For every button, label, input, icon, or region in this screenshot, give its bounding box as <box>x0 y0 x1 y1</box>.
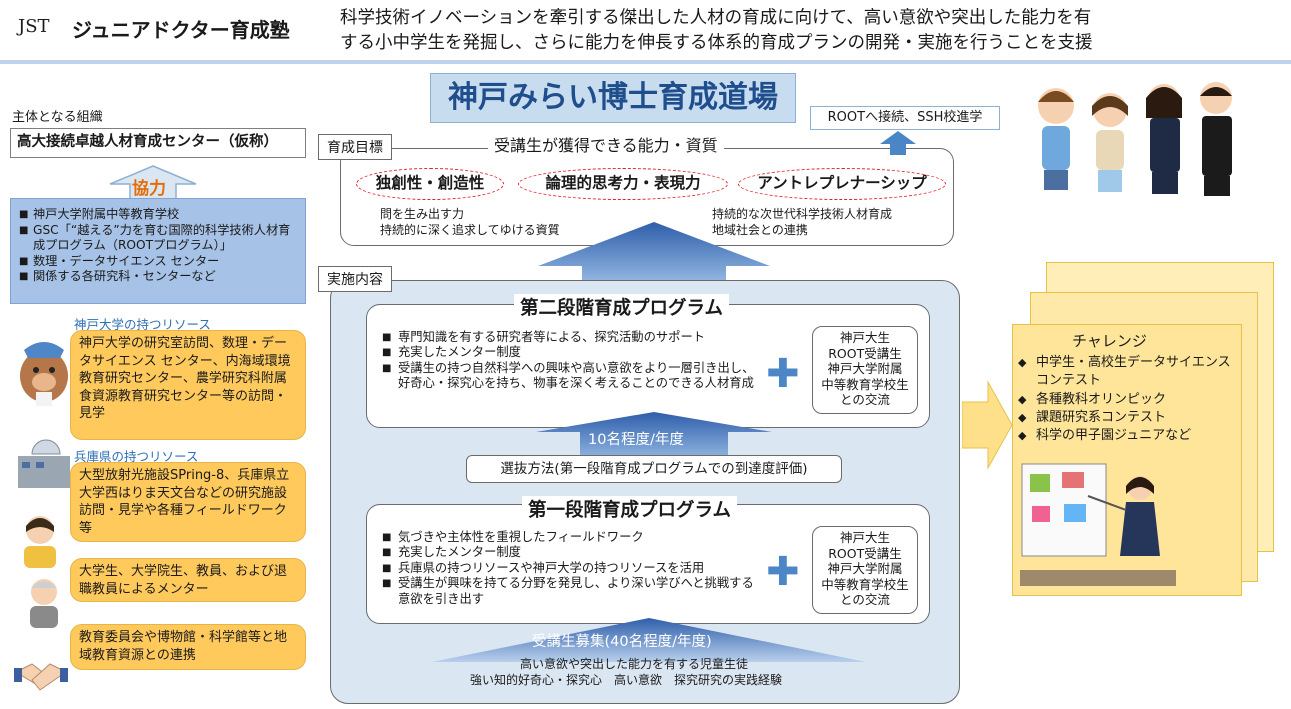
challenge-title: チャレンジ <box>1072 332 1147 350</box>
goal-right-text: 持続的な次世代科学技術人材育成 地域社会との連携 <box>712 206 892 238</box>
goals-tag: 育成目標 <box>318 134 392 160</box>
challenge-item: 中学生・高校生データサイエンスコンテスト <box>1018 354 1242 391</box>
stage2-title: 第二段階育成プログラム <box>514 294 729 320</box>
coop-item: 数理・データサイエンス センター <box>19 254 297 270</box>
ability-logic: 論理的思考力・表現力 <box>518 168 728 200</box>
hyogo-resource-label: 兵庫県の持つリソース <box>74 449 199 464</box>
coop-item: 神戸大学附属中等教育学校 <box>19 207 297 223</box>
stage2-item: 専門知識を有する研究者等による、探究活動のサポート <box>382 330 762 346</box>
mascot-boar-icon <box>20 342 68 406</box>
exchange-line: ROOT受講生 <box>828 545 902 561</box>
mentor-bubble: 大学生、大学院生、教員、および退職教員によるメンター <box>70 558 306 602</box>
root-up-arrow-icon <box>880 131 916 155</box>
coop-list: 神戸大学附属中等教育学校 GSC「“越える”力を育む国際的科学技術人材育成プログ… <box>10 198 306 304</box>
main-title: 神戸みらい博士育成道場 <box>430 73 796 123</box>
stage1-exchange-box: 神戸大生 ROOT受講生 神戸大学附属 中等教育学校生 との交流 <box>812 526 918 614</box>
org-section-label: 主体となる組織 <box>12 110 103 125</box>
handshake-icon <box>14 663 68 691</box>
plus-icon: ✚ <box>766 351 800 397</box>
stage2-item: 受講生の持つ自然科学への興味や高い意欲をより一層引き出し、好奇心・探究心を持ち、… <box>382 361 762 392</box>
stage1-item: 受講生が興味を持てる分野を発見し、より深い学びへと挑戦する意欲を引き出す <box>382 576 764 607</box>
kobe-resource-bubble: 神戸大学の研究室訪問、数理・データサイエンス センター、内海域環境教育研究センタ… <box>70 330 306 440</box>
stage1-item: 兵庫県の持つリソースや神戸大学の持つリソースを活用 <box>382 561 764 577</box>
plus-icon: ✚ <box>766 549 800 595</box>
coop-item: GSC「“越える”力を育む国際的科学技術人材育成プログラム（ROOTプログラム）… <box>19 223 297 254</box>
goal-right-line: 持続的な次世代科学技術人材育成 <box>712 207 893 221</box>
students-illustration-icon <box>1038 82 1232 196</box>
student-presenter-icon <box>1020 463 1176 586</box>
stage1-title: 第一段階育成プログラム <box>522 496 737 522</box>
program-title: ジュニアドクター育成塾 <box>72 18 290 42</box>
stage1-item: 充実したメンター制度 <box>382 545 764 561</box>
right-arrow-icon <box>962 380 1013 470</box>
recruit-arrow-icon <box>432 618 866 662</box>
mentor-people-icon <box>24 516 58 628</box>
abilities-title: 受講生が獲得できる能力・資質 <box>488 132 724 156</box>
exchange-line: との交流 <box>840 592 890 607</box>
exchange-line: ROOT受講生 <box>828 345 902 361</box>
coop-item: 関係する各研究科・センターなど <box>19 269 297 285</box>
goal-left-line: 問を生み出す力 <box>380 207 465 221</box>
org-label: JST <box>18 16 50 37</box>
root-connection-box: ROOTへ接続、SSH校進学 <box>810 106 1000 130</box>
challenge-list: 中学生・高校生データサイエンスコンテスト 各種教科オリンピック 課題研究系コンテ… <box>1018 354 1242 446</box>
recruit-label: 受講生募集(40名程度/年度) <box>532 634 712 650</box>
recruit-sub1: 高い意欲や突出した能力を有する児童生徒 <box>520 657 749 671</box>
ability-entrepreneurship: アントレプレナーシップ <box>738 168 946 200</box>
goal-left-line: 持続的に深く追求してゆける資質 <box>380 223 560 237</box>
ability-creativity: 独創性・創造性 <box>356 168 504 200</box>
challenge-item: 各種教科オリンピック <box>1018 391 1242 410</box>
stage1-list: 気づきや主体性を重視したフィールドワーク 充実したメンター制度 兵庫県の持つリソ… <box>382 530 764 607</box>
stage2-item: 充実したメンター制度 <box>382 345 762 361</box>
header-description: 科学技術イノベーションを牽引する傑出した人材の育成に向けて、高い意欲や突出した能… <box>340 6 1280 56</box>
hyogo-resource-bubble: 大型放射光施設SPring-8、兵庫県立大学西はりま天文台などの研究施設訪問・見… <box>70 462 306 542</box>
exchange-line: との交流 <box>840 392 890 407</box>
exchange-line: 中等教育学校生 <box>821 376 909 392</box>
kobe-resource-label: 神戸大学の持つリソース <box>74 317 211 332</box>
capacity-arrow-icon <box>536 412 772 458</box>
header-divider <box>0 60 1291 64</box>
challenge-item: 課題研究系コンテスト <box>1018 409 1242 428</box>
goal-left-text: 問を生み出す力 持続的に深く追求してゆける資質 <box>380 206 560 238</box>
stage2-exchange-box: 神戸大生 ROOT受講生 神戸大学附属 中等教育学校生 との交流 <box>812 326 918 414</box>
stage2-list: 専門知識を有する研究者等による、探究活動のサポート 充実したメンター制度 受講生… <box>382 330 762 392</box>
selection-method-box: 選抜方法(第一段階育成プログラムでの到達度評価) <box>466 455 842 483</box>
stage1-item: 気づきや主体性を重視したフィールドワーク <box>382 530 764 546</box>
big-up-arrow-icon <box>538 222 770 280</box>
capacity-stage2: 10名程度/年度 <box>588 432 684 448</box>
exchange-line: 神戸大学附属 <box>827 361 903 376</box>
recruit-sub2: 強い知的好奇心・探究心 高い意欲 探究研究の実践経験 <box>470 673 783 687</box>
description-line-1: 科学技術イノベーションを牽引する傑出した人材の育成に向けて、高い意欲や突出した能… <box>340 8 1092 28</box>
exchange-line: 神戸大学附属 <box>827 561 903 576</box>
observatory-icon <box>18 439 70 488</box>
implementation-tag: 実施内容 <box>318 266 392 292</box>
exchange-line: 神戸大生 <box>839 330 890 345</box>
org-name-box: 高大接続卓越人材育成センター（仮称） <box>10 128 306 158</box>
description-line-2: する小中学生を発掘し、さらに能力を伸長する体系的育成プランの開発・実施を行うこと… <box>340 33 1093 53</box>
challenge-item: 科学の甲子園ジュニアなど <box>1018 427 1242 446</box>
goal-right-line: 地域社会との連携 <box>712 223 808 237</box>
coop-label: 協力 <box>132 179 166 199</box>
exchange-line: 神戸大生 <box>839 530 890 545</box>
exchange-line: 中等教育学校生 <box>821 576 909 592</box>
education-bubble: 教育委員会や博物館・科学館等と地域教育資源との連携 <box>70 624 306 670</box>
